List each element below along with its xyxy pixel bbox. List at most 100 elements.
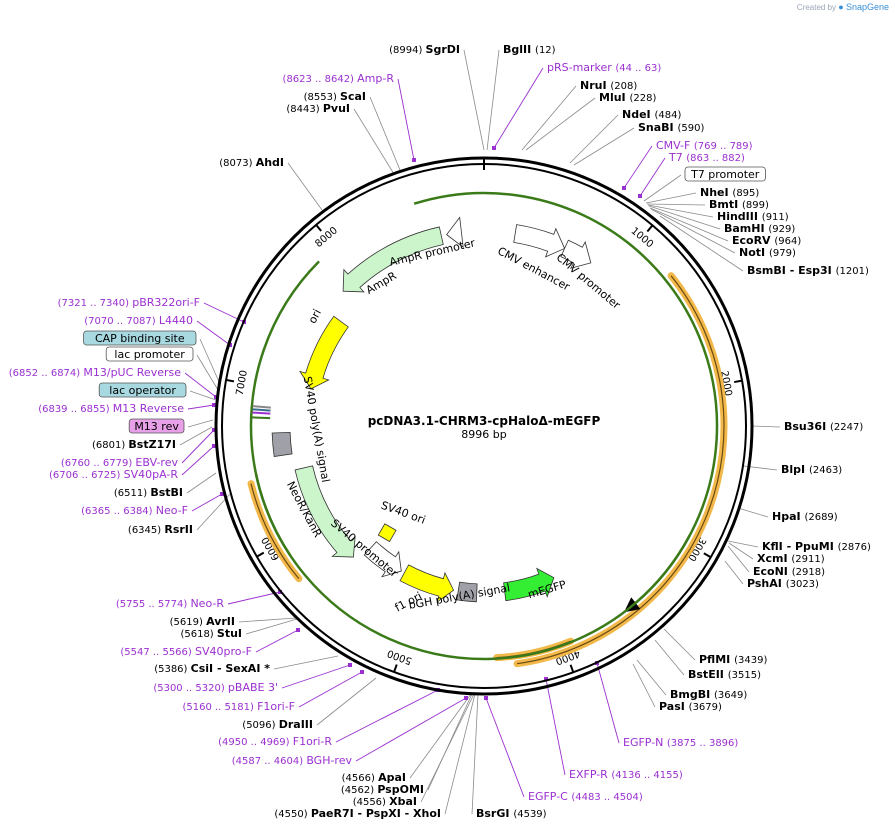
- primer-name: BGH-rev: [306, 754, 352, 767]
- leader-lac-promoter: [196, 354, 219, 391]
- primer-mark-m13-reverse: [212, 403, 216, 407]
- label-xcmi: XcmI (2911): [757, 552, 825, 565]
- primer-label: (5547 .. 5566) SV40pro-F: [120, 645, 252, 658]
- enzyme-position: (4539): [513, 809, 546, 820]
- feature-neor: [294, 465, 356, 558]
- label-nrui: NruI (208): [580, 79, 637, 92]
- enzyme-name: BsmBI - Esp3I: [747, 264, 836, 277]
- feature-sv40-ori: [377, 523, 397, 543]
- enzyme-label: (6511) BstBI: [114, 486, 183, 499]
- primer-mark-neo-r: [278, 590, 282, 594]
- enzyme-position: (590): [677, 123, 704, 134]
- primer-mark-sv40pro-f: [296, 628, 300, 632]
- label-amp-r: (8623 .. 8642) Amp-R: [283, 72, 395, 85]
- leader-sgrdi: [463, 49, 485, 151]
- enzyme-position: (5618): [180, 629, 216, 640]
- label-pspomi: (4562) PspOMI: [341, 783, 424, 796]
- enzyme-position: (228): [629, 93, 656, 104]
- primer-range: (5755 .. 5774): [116, 599, 191, 610]
- leader-bsteii: [654, 639, 685, 676]
- leader-prs-marker: [493, 67, 544, 149]
- enzyme-position: (964): [774, 236, 801, 247]
- primer-mark-prs-marker: [492, 146, 496, 150]
- enzyme-position: (929): [768, 224, 795, 235]
- enzyme-name: HpaI: [772, 510, 804, 523]
- feature-cmv-promoter: [560, 239, 592, 269]
- leader-hindiii: [647, 204, 714, 218]
- enzyme-label: BstEII (3515): [688, 668, 761, 681]
- enzyme-position: (3679): [689, 702, 722, 713]
- enzyme-label: XcmI (2911): [757, 552, 825, 565]
- label-sv40pro-f: (5547 .. 5566) SV40pro-F: [120, 645, 252, 658]
- leader-bsrgi: [471, 693, 479, 815]
- enzyme-label: BmtI (899): [709, 198, 769, 211]
- label-avrii: (5619) AvrII: [170, 615, 235, 628]
- leader-scai: [369, 96, 401, 171]
- leader-cap-binding-site: [199, 338, 221, 385]
- feature-ori: [299, 315, 349, 390]
- primer-label: (7321 .. 7340) pBR322ori-F: [58, 296, 200, 309]
- primer-name: SV40pA-R: [124, 468, 179, 481]
- primer-range: (4483 .. 4504): [571, 792, 643, 803]
- leader-bstz17i: [179, 426, 213, 446]
- tag-text: lac promoter: [114, 348, 185, 361]
- leader-avrii: [238, 617, 297, 623]
- enzyme-name: NheI: [700, 186, 732, 199]
- feature-megfp: [503, 567, 555, 602]
- leader-sv40pro-f: [255, 629, 299, 653]
- feature-bgh-polya: [456, 581, 478, 603]
- label-pasi: PasI (3679): [659, 700, 722, 713]
- enzyme-label: BsmBI - Esp3I (1201): [747, 264, 869, 277]
- leader-stui: [245, 618, 298, 635]
- label-neo-f: (6365 .. 6384) Neo-F: [81, 504, 188, 517]
- leader-snabi: [573, 127, 635, 166]
- label-sv40pa-r: (6706 .. 6725) SV40pA-R: [49, 468, 178, 481]
- label-hpai: HpaI (2689): [772, 510, 838, 523]
- primer-mark-exfp-r: [544, 677, 548, 681]
- leader-hpai: [737, 507, 769, 518]
- primer-name: EGFP-C: [528, 790, 571, 803]
- label-hindiii: HindIII (911): [717, 210, 789, 223]
- primer-name: L4440: [159, 314, 193, 327]
- primer-mark-ebv-rev: [212, 428, 216, 432]
- label-paer7i-pspxi-xhoi: (4550) PaeR7I - PspXI - XhoI: [274, 807, 441, 820]
- label-t7-promoter: T7 promoter: [684, 166, 766, 182]
- label-neo-r: (5755 .. 5774) Neo-R: [116, 597, 225, 610]
- leader-pspomi: [427, 693, 473, 791]
- label-scai: (8553) ScaI: [304, 90, 366, 103]
- label-bsrgi: BsrGI (4539): [476, 807, 547, 820]
- label-prs-marker: pRS-marker (44 .. 63): [547, 61, 661, 74]
- enzyme-label: BlpI (2463): [781, 463, 842, 476]
- leader-bglii: [486, 49, 500, 151]
- feature-label-sv40-ori: SV40 ori: [379, 499, 427, 527]
- enzyme-label: BamHI (929): [724, 222, 795, 235]
- primer-range: (7070 .. 7087): [84, 316, 159, 327]
- leader-neo-f: [191, 493, 223, 512]
- primer-name: EGFP-N: [623, 736, 667, 749]
- plasmid-name: pcDNA3.1-CHRM3-cpHaloΔ-mEGFP: [368, 414, 601, 428]
- primer-name: SV40pro-F: [195, 645, 252, 658]
- enzyme-position: (2876): [838, 542, 871, 553]
- leader-exfp-r: [545, 678, 566, 776]
- label-f1ori-f: (5160 .. 5181) F1ori-F: [182, 700, 295, 713]
- primer-mark-egfp-c: [484, 696, 488, 700]
- leader-xcmi: [728, 542, 754, 560]
- backbone: [214, 156, 754, 696]
- enzyme-position: (4566): [342, 773, 378, 784]
- enzyme-name: EcoRV: [732, 234, 774, 247]
- label-l4440: (7070 .. 7087) L4440: [84, 314, 193, 327]
- label-ahdi: (8073) AhdI: [219, 156, 284, 169]
- primer-mark-m13-puc-reverse: [214, 395, 218, 399]
- enzyme-name: AhdI: [256, 156, 284, 169]
- label-bglii: BglII (12): [503, 43, 556, 56]
- primer-label: (5160 .. 5181) F1ori-F: [182, 700, 295, 713]
- enzyme-name: PasI: [659, 700, 689, 713]
- enzyme-position: (484): [654, 110, 681, 121]
- enzyme-name: ScaI: [340, 90, 366, 103]
- primer-name: M13 Reverse: [113, 402, 184, 415]
- enzyme-label: (4566) ApaI: [342, 771, 406, 784]
- enzyme-position: (4556): [353, 797, 389, 808]
- primer-range: (4587 .. 4604): [232, 756, 307, 767]
- leader-kfli-ppumi: [727, 540, 759, 548]
- enzyme-position: (4562): [341, 785, 377, 796]
